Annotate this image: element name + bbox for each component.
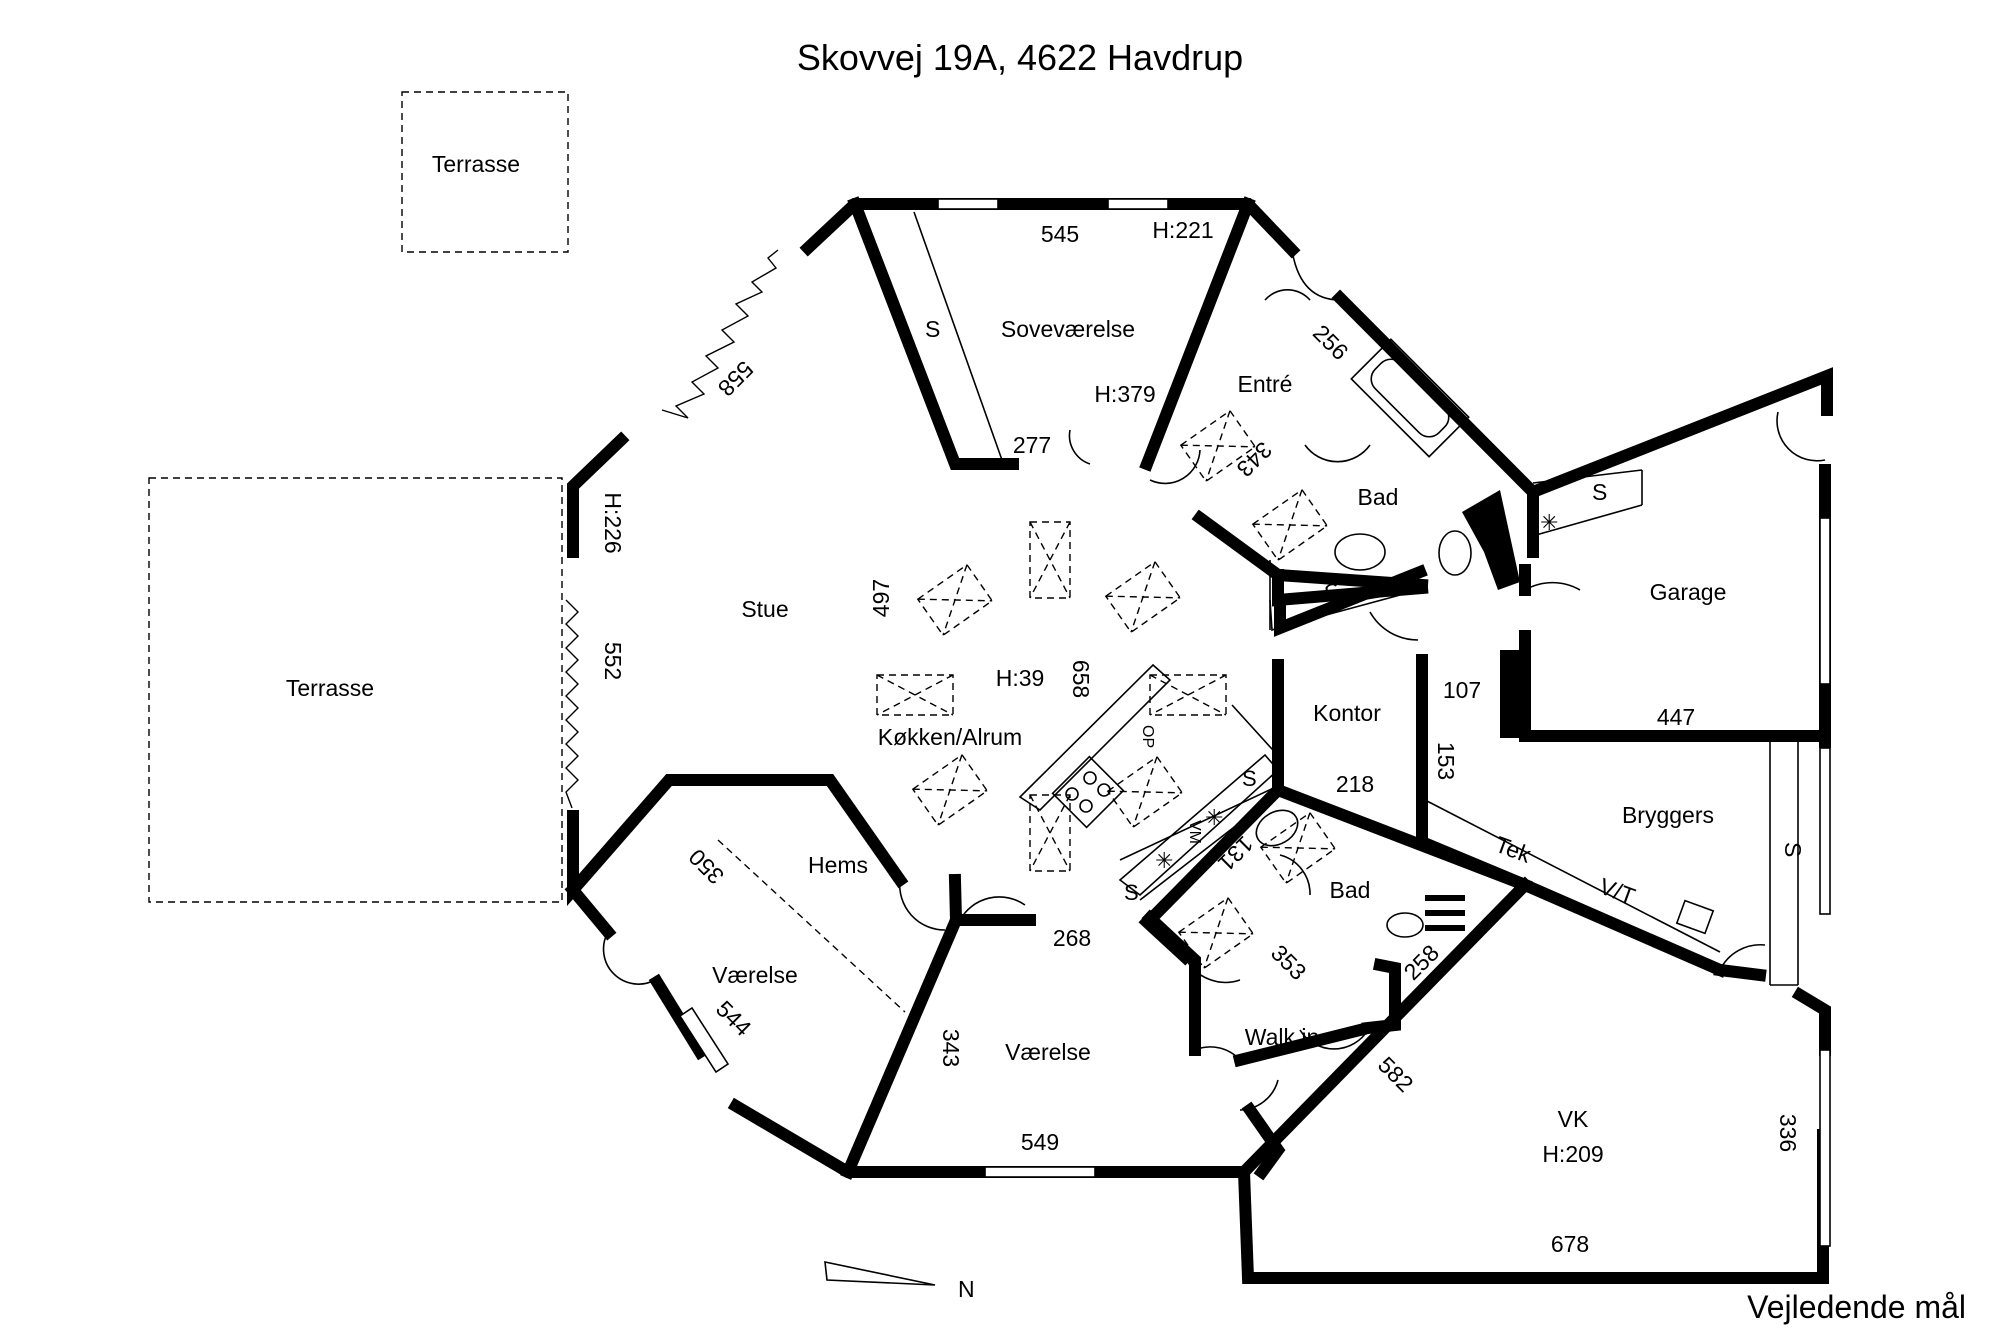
dim-350: 350	[684, 844, 730, 890]
hems-label: Hems	[808, 852, 868, 878]
sovevaerelse-label: Soveværelse	[1001, 316, 1135, 342]
terrasse-top-outline	[401, 91, 569, 253]
dim-343-bottom: 343	[938, 1029, 964, 1067]
dim-218: 218	[1336, 771, 1374, 797]
dim-h226: H:226	[600, 492, 626, 553]
kitchen-s-label-1: S	[1242, 766, 1257, 791]
dim-678: 678	[1551, 1231, 1589, 1257]
stove-fan-icon-1: ✳	[1205, 805, 1223, 830]
plan-title: Skovvej 19A, 4622 Havdrup	[797, 37, 1243, 78]
bad-bottom-label: Bad	[1330, 877, 1371, 903]
op-label: OP	[1139, 725, 1156, 748]
interior-lines	[717, 211, 1799, 1013]
vk-label: VK	[1558, 1106, 1589, 1132]
dim-582: 582	[1373, 1052, 1419, 1098]
skylights	[876, 409, 1337, 970]
bad-top-label: Bad	[1358, 484, 1399, 510]
vk-height-label: H:209	[1542, 1141, 1603, 1167]
bryggers-s: S	[1780, 842, 1806, 857]
sov-wardrobe-s: S	[925, 316, 940, 342]
walls	[564, 196, 1833, 1284]
vt-label: V/T	[1596, 873, 1639, 910]
kitchen-s-label-2: S	[1124, 880, 1139, 905]
compass-arrow-icon	[824, 1260, 936, 1286]
walk-in-label: Walk in	[1245, 1024, 1320, 1050]
vaerelse-bottom-label: Værelse	[1005, 1039, 1091, 1065]
zigzag-wall-upper	[661, 249, 779, 419]
bryggers-sink	[1675, 899, 1715, 935]
dim-558: 558	[713, 356, 759, 402]
dim-353: 353	[1266, 940, 1312, 986]
kitchen-island	[1018, 663, 1280, 897]
doors	[602, 249, 1826, 1111]
kokken-label: Køkken/Alrum	[878, 724, 1022, 750]
vm-label: VM	[1186, 820, 1203, 844]
chimney-block	[1462, 490, 1520, 590]
dim-268: 268	[1053, 925, 1091, 951]
wall-pillar	[1500, 650, 1526, 738]
kontor-label: Kontor	[1313, 700, 1381, 726]
dim-343-top: 343	[1232, 437, 1278, 483]
entre-label: Entré	[1238, 371, 1293, 397]
zigzag-wall-left	[565, 599, 579, 809]
terrasse-top-label: Terrasse	[432, 151, 520, 177]
dim-549: 549	[1021, 1129, 1059, 1155]
bath-fixtures	[1255, 338, 1472, 938]
terrasse-left-label: Terrasse	[286, 675, 374, 701]
dim-h221: H:221	[1152, 217, 1213, 243]
vaerelse-left-label: Værelse	[712, 962, 798, 988]
dim-544: 544	[711, 996, 757, 1042]
dim-545: 545	[1041, 221, 1079, 247]
dim-256: 256	[1308, 320, 1354, 366]
dim-h379: H:379	[1094, 381, 1155, 407]
dim-497: 497	[868, 579, 894, 617]
garage-label: Garage	[1650, 579, 1727, 605]
dim-107: 107	[1443, 677, 1481, 703]
dim-h39: H:39	[996, 665, 1045, 691]
dim-336: 336	[1775, 1114, 1801, 1152]
footer-note: Vejledende mål	[1747, 1289, 1966, 1325]
dim-153: 153	[1433, 742, 1459, 780]
bryggers-label: Bryggers	[1622, 802, 1714, 828]
stove-fan-icon-2: ✳	[1155, 848, 1173, 873]
dim-552: 552	[600, 642, 626, 680]
dim-277: 277	[1013, 432, 1051, 458]
ventilation-icon: ✳	[1540, 510, 1558, 535]
dim-658: 658	[1068, 660, 1094, 698]
dim-447: 447	[1657, 704, 1695, 730]
compass-label: N	[958, 1276, 975, 1302]
stue-label: Stue	[741, 596, 788, 622]
compass: N	[824, 1260, 975, 1302]
terrasse-left-outline	[148, 477, 563, 903]
tek-label: Tek	[1492, 831, 1535, 868]
garage-s: S	[1592, 479, 1607, 505]
windows	[678, 198, 1831, 1247]
